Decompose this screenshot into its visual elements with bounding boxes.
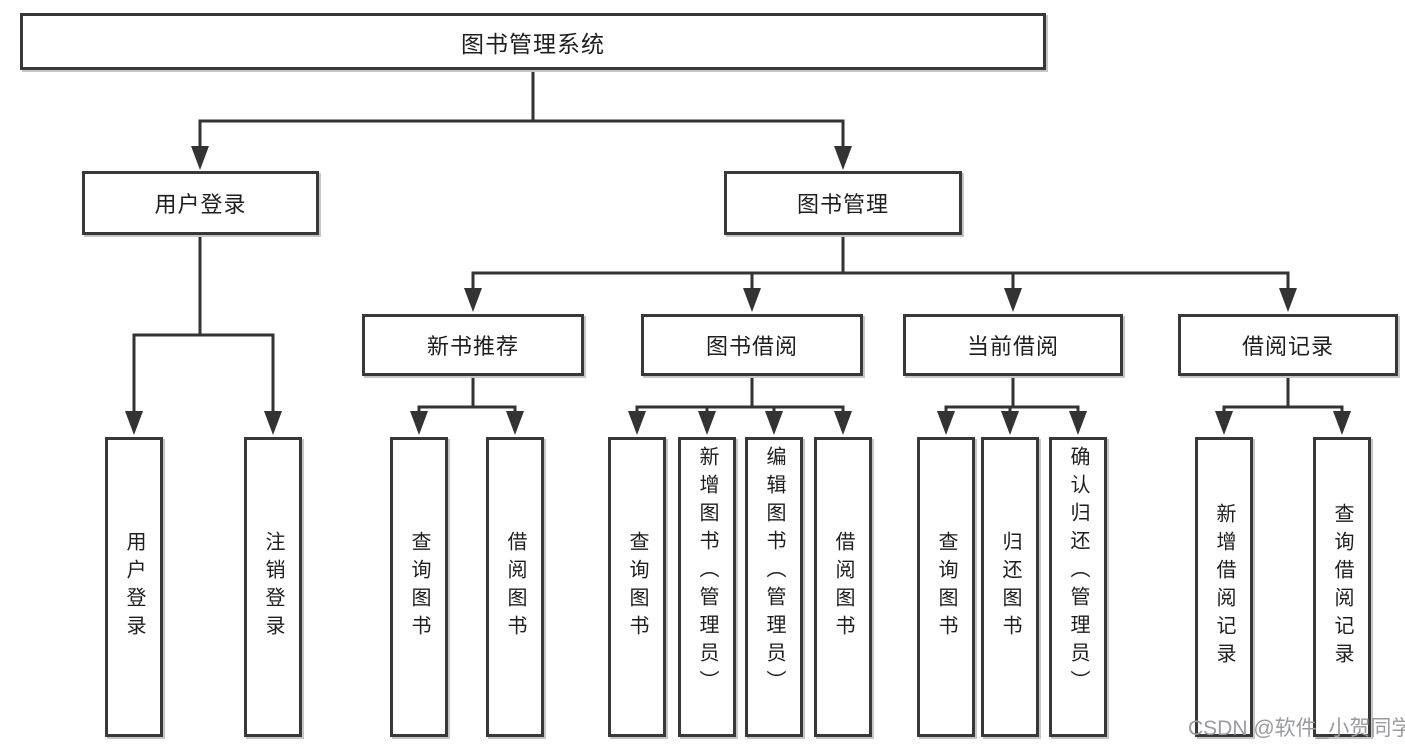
connector-book-management-to-level3 (464, 233, 1297, 312)
leaf-add-books-admin-label: 新增图书（管理员） (696, 446, 718, 698)
leaf-borrow-books: 借阅图书 (814, 437, 872, 737)
connector-borrowing-records-to-leaves (1215, 374, 1351, 435)
connector-book-borrowing-to-leaves (628, 374, 852, 435)
node-book-borrowing: 图书借阅 (641, 314, 863, 376)
leaf-query-books-recommendation: 查询图书 (390, 437, 448, 737)
leaf-query-borrow-record-label: 查询借阅记录 (1331, 503, 1353, 671)
node-new-book-recommendation: 新书推荐 (362, 314, 584, 376)
leaf-borrow-books-recommendation-label: 借阅图书 (504, 531, 526, 643)
leaf-borrow-books-label: 借阅图书 (832, 531, 854, 643)
node-user-login: 用户登录 (82, 171, 319, 235)
leaf-query-books-current: 查询图书 (917, 437, 975, 737)
leaf-add-borrow-record-label: 新增借阅记录 (1213, 503, 1235, 671)
leaf-user-login: 用户登录 (105, 437, 163, 737)
leaf-query-books-borrowing-label: 查询图书 (626, 531, 648, 643)
node-current-borrowing: 当前借阅 (903, 314, 1123, 376)
leaf-logout-label: 注销登录 (262, 531, 284, 643)
leaf-return-books: 归还图书 (981, 437, 1039, 737)
connector-current-borrowing-to-leaves (937, 374, 1087, 435)
leaf-logout: 注销登录 (244, 437, 302, 737)
leaf-query-books-borrowing: 查询图书 (608, 437, 666, 737)
leaf-confirm-return-admin: 确认归还（管理员） (1049, 437, 1107, 737)
leaf-confirm-return-admin-label: 确认归还（管理员） (1067, 446, 1089, 698)
leaf-return-books-label: 归还图书 (999, 531, 1021, 643)
node-borrowing-records: 借阅记录 (1178, 314, 1398, 376)
leaf-query-books-recommendation-label: 查询图书 (408, 531, 430, 643)
connector-user-login-to-leaves (125, 233, 282, 435)
leaf-add-books-admin: 新增图书（管理员） (678, 437, 736, 737)
node-book-management: 图书管理 (724, 171, 962, 235)
root-node-library-management-system: 图书管理系统 (20, 13, 1046, 70)
connector-new-book-recommendation-to-leaves (410, 374, 524, 435)
leaf-edit-books-admin-label: 编辑图书（管理员） (763, 446, 785, 698)
csdn-watermark: CSDN @软件_小贺同学 (1188, 717, 1405, 740)
leaf-add-borrow-record: 新增借阅记录 (1195, 437, 1253, 737)
leaf-user-login-label: 用户登录 (123, 531, 145, 643)
leaf-query-books-current-label: 查询图书 (935, 531, 957, 643)
connector-root-to-level2 (191, 68, 852, 170)
leaf-borrow-books-recommendation: 借阅图书 (486, 437, 544, 737)
leaf-query-borrow-record: 查询借阅记录 (1313, 437, 1371, 737)
leaf-edit-books-admin: 编辑图书（管理员） (745, 437, 803, 737)
